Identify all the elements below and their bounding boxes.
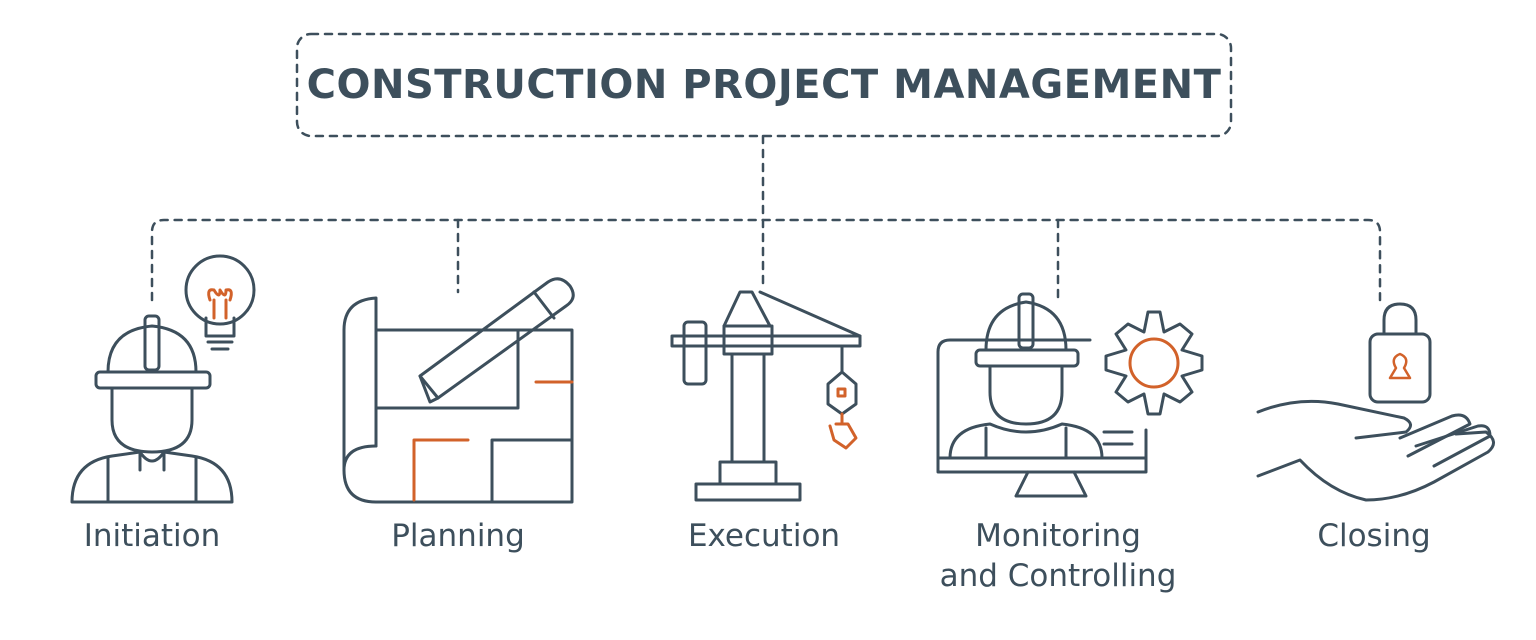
phase-label-closing: Closing bbox=[1317, 518, 1431, 554]
phase-label-execution: Execution bbox=[687, 518, 841, 554]
phase-label-line-2: and Controlling bbox=[939, 558, 1177, 594]
hand-with-padlock-icon bbox=[1256, 302, 1495, 502]
title-box: CONSTRUCTION PROJECT MANAGEMENT bbox=[297, 34, 1231, 136]
lightbulb-filament-icon bbox=[207, 288, 233, 320]
page-title: CONSTRUCTION PROJECT MANAGEMENT bbox=[306, 62, 1222, 108]
phase-label-initiation: Initiation bbox=[83, 518, 221, 554]
worker-monitor-gear-icon bbox=[936, 292, 1204, 498]
gear-center-accent bbox=[1128, 337, 1180, 389]
phase-label-planning: Planning bbox=[391, 518, 525, 554]
worker-with-lightbulb-icon bbox=[70, 254, 256, 504]
keyhole-icon bbox=[1388, 352, 1412, 380]
crane-hook-icon bbox=[828, 387, 858, 450]
blueprint-accent-lines bbox=[412, 380, 574, 502]
phase-label-monitoring-and-controlling: Monitoring and Controlling bbox=[918, 516, 1198, 596]
tower-crane-icon bbox=[670, 290, 862, 502]
blueprint-with-pencil-icon bbox=[342, 277, 575, 504]
connector-lines bbox=[150, 32, 1382, 304]
phase-label-line-1: Monitoring bbox=[975, 518, 1141, 554]
